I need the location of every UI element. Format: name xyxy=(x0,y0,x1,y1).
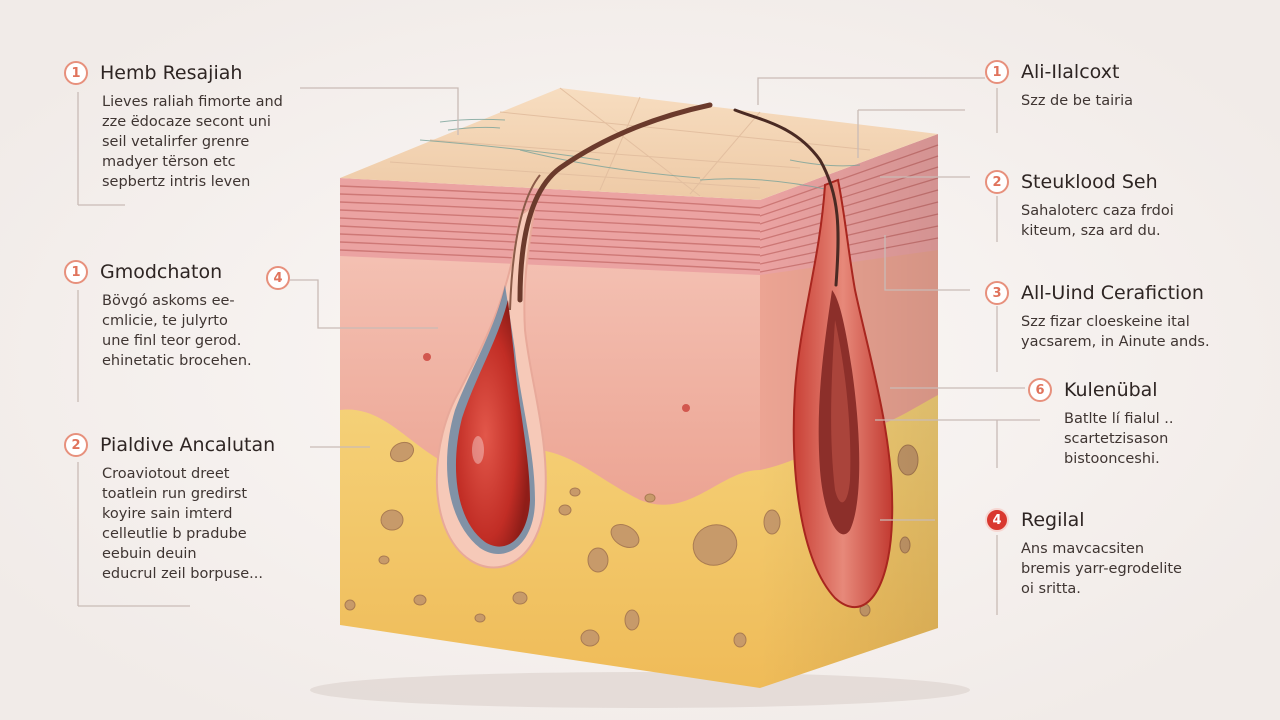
follicle-core xyxy=(831,320,851,503)
callout-left-1: 1 Hemb Resajiah Lieves raliah fimorte an… xyxy=(64,61,324,192)
callout-number-badge: 2 xyxy=(64,433,88,457)
callout-number-badge: 1 xyxy=(64,61,88,85)
skin-surface-texture xyxy=(389,87,871,197)
dermal-spot xyxy=(423,353,431,361)
callout-title: All-Uind Cerafiction xyxy=(1021,282,1204,304)
callout-description: Lieves raliah fimorte and zze ëdocaze se… xyxy=(102,94,283,190)
callout-right-1: 1 Ali-Ilalcoxt Szz de be tairia xyxy=(985,60,1245,111)
callout-right-4: 6 Kulenübal Batlte lí fialul .. scartetz… xyxy=(1028,378,1258,469)
callout-number-badge: 1 xyxy=(985,60,1009,84)
callout-title: Hemb Resajiah xyxy=(100,62,243,84)
bulb-highlight xyxy=(472,436,484,464)
callout-description: Batlte lí fialul .. scartetzisason bisto… xyxy=(1064,411,1174,467)
cube-front-face xyxy=(339,178,761,688)
left-hair-follicle xyxy=(435,102,713,569)
hair-shaft xyxy=(517,102,713,303)
floating-callout-badge: 4 xyxy=(266,266,290,290)
callout-right-2: 2 Steuklood Seh Sahaloterc caza frdoi ki… xyxy=(985,170,1245,241)
callout-left-3: 2 Pialdive Ancalutan Croaviotout dreet t… xyxy=(64,433,324,584)
callout-title: Gmodchaton xyxy=(100,261,223,283)
callout-number-badge: 4 xyxy=(266,266,290,290)
cube-shadow xyxy=(310,672,970,708)
leader-lines xyxy=(77,77,1040,615)
callout-right-5: 4 Regilal Ans mavcacsiten bremis yarr-eg… xyxy=(985,508,1245,599)
fat-cells xyxy=(344,441,747,648)
callout-number-badge: 4 xyxy=(985,508,1009,532)
hair-shaft-inner xyxy=(509,174,541,311)
dermal-spot xyxy=(682,404,690,412)
callout-description: Bövgó askoms ee- cmlicie, te julyrto une… xyxy=(102,293,252,369)
callout-number-badge: 1 xyxy=(64,260,88,284)
cube-top-face xyxy=(340,88,938,200)
callout-description: Ans mavcacsiten bremis yarr-egrodelite o… xyxy=(1021,541,1182,597)
callout-number-badge: 3 xyxy=(985,281,1009,305)
callout-title: Kulenübal xyxy=(1064,379,1158,401)
right-hair-shaft xyxy=(733,108,840,287)
epidermis-striations xyxy=(339,185,761,271)
callout-title: Regilal xyxy=(1021,509,1085,531)
surface-hairs xyxy=(419,118,861,191)
callout-title: Steuklood Seh xyxy=(1021,171,1158,193)
callout-description: Croaviotout dreet toatlein run gredirst … xyxy=(102,466,264,582)
callout-description: Sahaloterc caza frdoi kiteum, sza ard du… xyxy=(1021,203,1174,239)
callout-number-badge: 2 xyxy=(985,170,1009,194)
callout-description: Szz de be tairia xyxy=(1021,93,1133,109)
right-hair-follicle xyxy=(733,108,894,609)
callout-number-badge: 6 xyxy=(1028,378,1052,402)
callout-left-2: 1 Gmodchaton Bövgó askoms ee- cmlicie, t… xyxy=(64,260,324,371)
epidermis-band xyxy=(340,178,760,275)
hair-bulb xyxy=(455,300,530,547)
callout-right-3: 3 All-Uind Cerafiction Szz fizar cloeske… xyxy=(985,281,1245,352)
callout-title: Ali-Ilalcoxt xyxy=(1021,61,1120,83)
callout-description: Szz fizar cloeskeine ital yacsarem, in A… xyxy=(1021,314,1210,350)
callout-title: Pialdive Ancalutan xyxy=(100,434,276,456)
